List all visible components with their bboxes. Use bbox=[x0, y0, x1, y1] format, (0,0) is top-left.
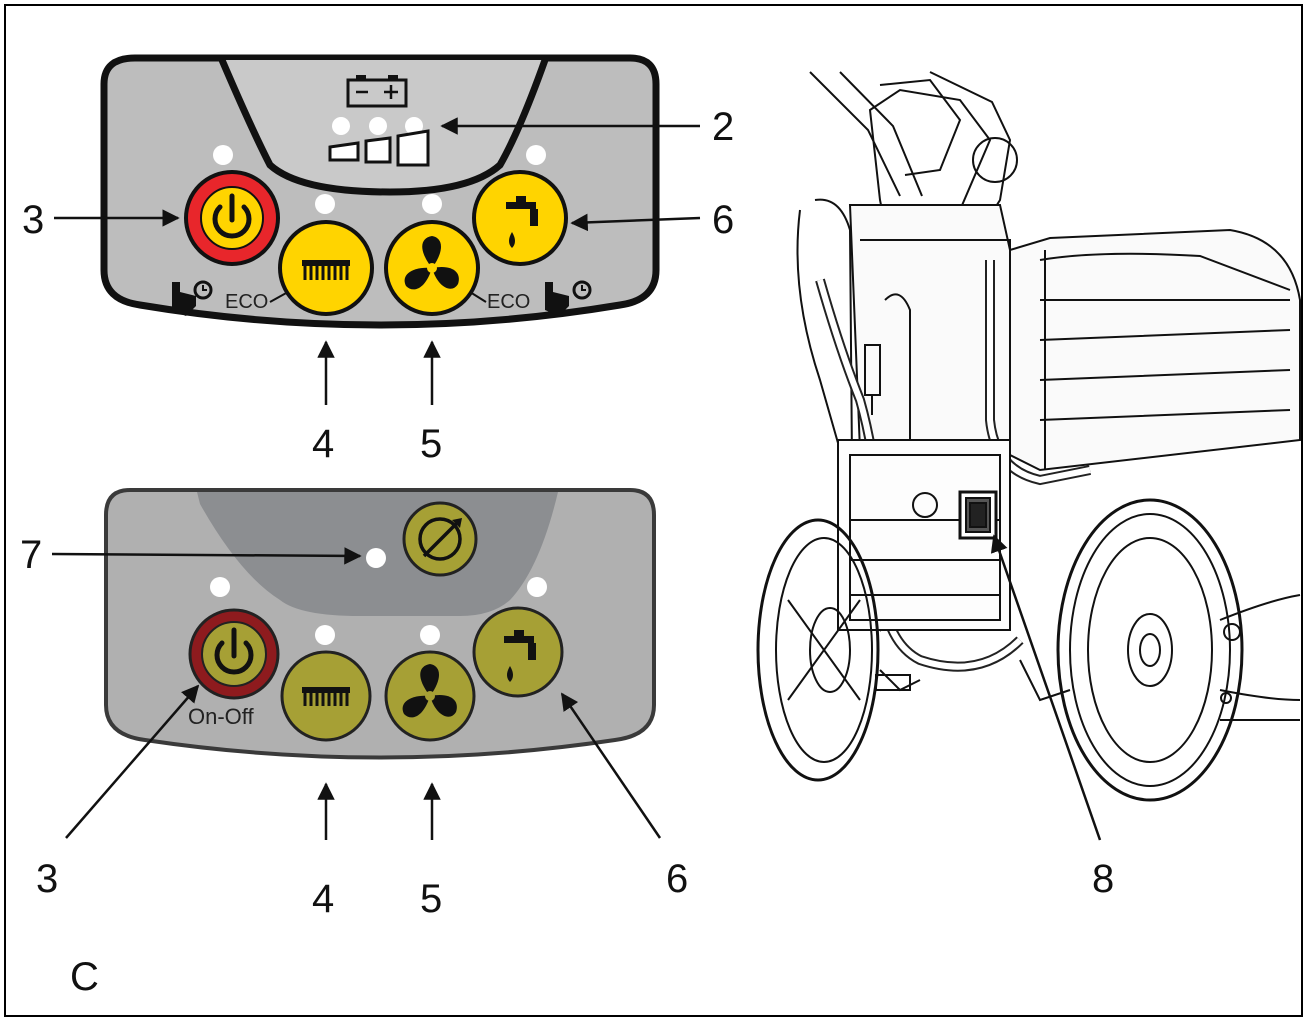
left-wheel bbox=[756, 518, 880, 782]
callout-5-bottom: 5 bbox=[420, 877, 442, 921]
power-button-top[interactable] bbox=[184, 170, 280, 266]
figure-frame bbox=[4, 4, 1303, 1017]
faucet-icon bbox=[506, 196, 538, 248]
brush-button-top[interactable] bbox=[278, 220, 374, 316]
speed-button-bottom[interactable] bbox=[402, 501, 478, 577]
touch-timer-icon-right bbox=[545, 280, 592, 316]
machine-illustration bbox=[756, 71, 1301, 802]
power-icon bbox=[212, 193, 252, 239]
power-button-bottom[interactable] bbox=[188, 608, 280, 700]
control-panel-top: ECO ECO bbox=[100, 54, 660, 329]
power-led bbox=[213, 145, 233, 165]
brush-icon bbox=[302, 687, 350, 706]
callout-3-top: 3 bbox=[22, 198, 44, 242]
water-button-bottom[interactable] bbox=[472, 606, 564, 698]
vacuum-button-bottom[interactable] bbox=[384, 650, 476, 742]
battery-icon bbox=[346, 75, 408, 108]
battery-led-1 bbox=[332, 117, 350, 135]
vacuum-button-top[interactable] bbox=[384, 220, 480, 316]
brush-led-bottom bbox=[315, 625, 335, 645]
battery-led-3 bbox=[405, 117, 423, 135]
faucet-icon bbox=[504, 630, 536, 682]
callout-2: 2 bbox=[712, 105, 734, 149]
callout-3-bottom: 3 bbox=[36, 857, 58, 901]
fan-led-bottom bbox=[420, 625, 440, 645]
water-button-top[interactable] bbox=[472, 170, 568, 266]
power-led-bottom bbox=[210, 577, 230, 597]
brush-icon bbox=[302, 260, 350, 280]
water-led-bottom bbox=[527, 577, 547, 597]
power-icon bbox=[214, 627, 254, 675]
brush-led bbox=[315, 194, 335, 214]
callout-8: 8 bbox=[1092, 857, 1114, 901]
eco-label-right: ECO bbox=[487, 291, 530, 313]
callout-7: 7 bbox=[20, 533, 42, 577]
battery-level-icon bbox=[328, 129, 430, 167]
battery-led-2 bbox=[369, 117, 387, 135]
callout-5-top: 5 bbox=[420, 422, 442, 466]
rocker-switch-icon bbox=[958, 490, 998, 540]
control-panel-bottom: On-Off bbox=[104, 488, 656, 760]
brush-button-bottom[interactable] bbox=[280, 650, 372, 742]
water-led bbox=[526, 145, 546, 165]
speed-gauge-icon bbox=[418, 517, 462, 561]
callout-6-top: 6 bbox=[712, 198, 734, 242]
eco-label-left: ECO bbox=[225, 291, 268, 313]
fan-icon bbox=[404, 236, 459, 290]
fan-led bbox=[422, 194, 442, 214]
callout-4-bottom: 4 bbox=[312, 877, 334, 921]
callout-6-bottom: 6 bbox=[666, 857, 688, 901]
speed-led bbox=[366, 548, 386, 568]
callout-4-top: 4 bbox=[312, 422, 334, 466]
fan-icon bbox=[402, 664, 457, 718]
on-off-label: On-Off bbox=[188, 704, 255, 729]
right-wheel bbox=[1056, 498, 1244, 802]
touch-timer-icon-left bbox=[172, 280, 213, 316]
figure-letter: C bbox=[70, 955, 99, 999]
